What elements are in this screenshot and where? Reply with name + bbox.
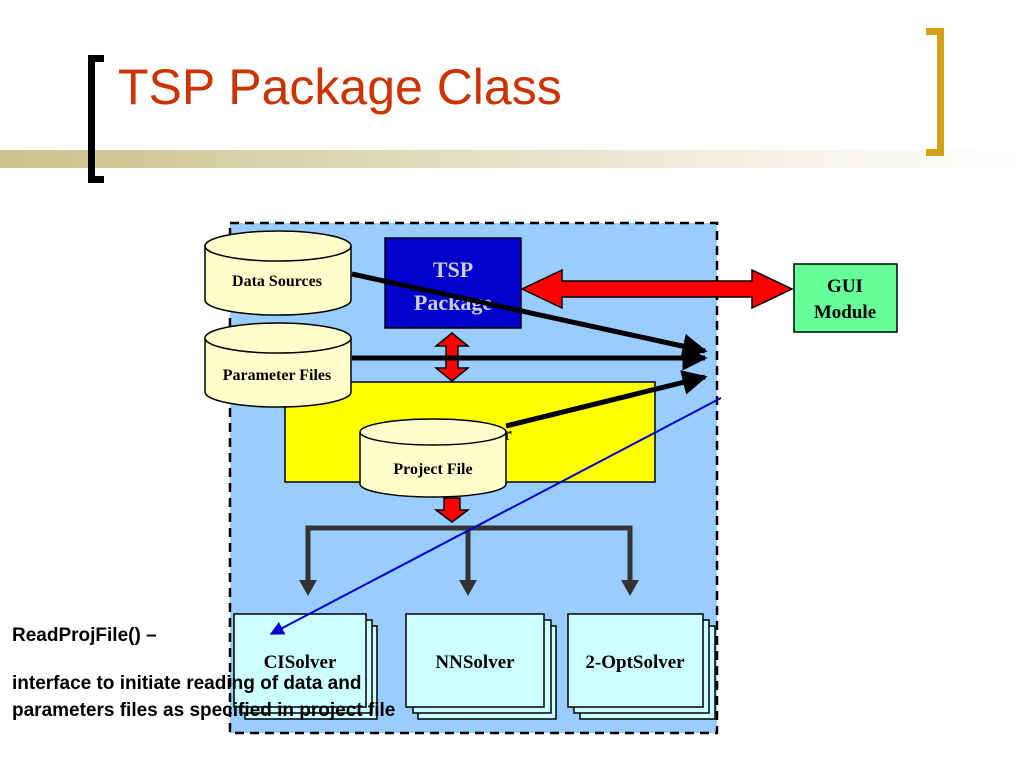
project-file-label: Project File bbox=[393, 461, 472, 478]
solver-arrowheads bbox=[299, 580, 639, 596]
note-body: interface to initiate reading of data an… bbox=[12, 673, 396, 721]
horizontal-red-double-arrow bbox=[520, 268, 794, 310]
gui-module-box bbox=[793, 263, 898, 333]
gui-module-label-line1: GUI bbox=[827, 276, 863, 297]
solver-ci-box bbox=[233, 613, 367, 708]
note-title: ReadProjFile() – bbox=[12, 625, 157, 646]
parameter-files-cylinder bbox=[204, 322, 352, 408]
tsp-package-label-line1: TSP bbox=[433, 257, 473, 282]
solver-nn-box bbox=[405, 613, 545, 708]
solver-ci-label: CISolver bbox=[264, 652, 337, 673]
right-bracket-decoration bbox=[926, 28, 944, 156]
slide-title: TSP Package Class bbox=[118, 59, 562, 115]
down-red-arrow bbox=[433, 497, 471, 523]
data-sources-cylinder bbox=[204, 230, 352, 316]
gui-module-label-line2: Module bbox=[814, 302, 876, 323]
left-bracket-decoration bbox=[88, 55, 104, 183]
parameter-files-label: Parameter Files bbox=[223, 367, 332, 384]
data-sources-label: Data Sources bbox=[232, 273, 322, 290]
solver-2opt-label: 2-OptSolver bbox=[585, 652, 685, 673]
annotation-pointer-line bbox=[269, 397, 722, 635]
solver-nn-label: NNSolver bbox=[435, 652, 515, 673]
decorative-gradient-line bbox=[0, 150, 1024, 168]
project-file-cylinder bbox=[359, 418, 507, 498]
tsp-package-box bbox=[384, 237, 522, 329]
solver-2opt-box bbox=[567, 613, 704, 708]
convergence-arrows bbox=[351, 271, 708, 429]
